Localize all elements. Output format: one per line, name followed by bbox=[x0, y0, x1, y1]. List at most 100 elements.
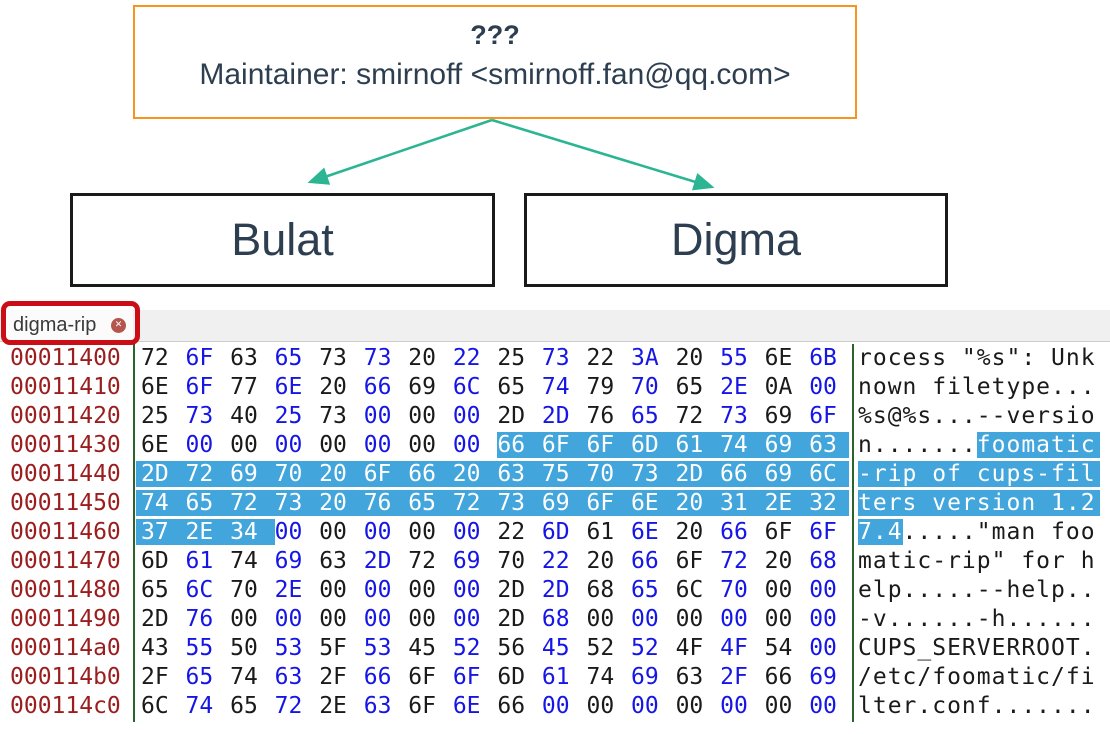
ascii-text[interactable]: /etc/foomatic/fi bbox=[858, 664, 1096, 690]
hex-byte[interactable]: 76 bbox=[586, 403, 632, 429]
selected-bytes[interactable]: 37 2E 34 bbox=[136, 519, 275, 545]
hex-byte[interactable]: 74 bbox=[586, 664, 632, 690]
hex-byte[interactable]: 52 bbox=[452, 635, 498, 661]
hex-byte[interactable]: 72 bbox=[408, 548, 453, 574]
hex-byte[interactable]: 00 bbox=[363, 606, 409, 632]
hex-byte[interactable]: 20 bbox=[586, 548, 632, 574]
ascii-text[interactable]: -v......-h...... bbox=[858, 606, 1096, 632]
hex-byte[interactable]: 61 bbox=[185, 548, 231, 574]
hex-byte[interactable]: 6E bbox=[141, 374, 186, 400]
hex-byte[interactable]: 00 bbox=[764, 693, 810, 719]
hex-byte[interactable]: 00 bbox=[408, 432, 453, 458]
hex-byte[interactable]: 00 bbox=[809, 577, 837, 603]
hex-byte[interactable]: 20 bbox=[408, 345, 453, 371]
hex-byte[interactable]: 5F bbox=[319, 635, 364, 661]
hex-bytes[interactable]: 6E 00 00 00 00 00 00 00 66 6F 6F 6D 61 7… bbox=[141, 431, 849, 460]
hex-byte[interactable]: 00 bbox=[631, 693, 676, 719]
hex-byte[interactable]: 55 bbox=[185, 635, 231, 661]
hex-bytes[interactable]: 6D 61 74 69 63 2D 72 69 70 22 20 66 6F 7… bbox=[141, 547, 837, 576]
hex-byte[interactable]: 00 bbox=[319, 432, 364, 458]
tab-digma-rip[interactable]: digma-rip ✕ bbox=[6, 310, 133, 341]
hex-byte[interactable]: 2F bbox=[319, 664, 364, 690]
hex-byte[interactable]: 53 bbox=[363, 635, 409, 661]
hex-byte[interactable]: 6C bbox=[185, 577, 231, 603]
hex-byte[interactable]: 43 bbox=[141, 635, 186, 661]
hex-bytes[interactable]: 2F 65 74 63 2F 66 6F 6F 6D 61 74 69 63 2… bbox=[141, 663, 837, 692]
hex-byte[interactable]: 65 bbox=[631, 577, 676, 603]
hex-bytes[interactable]: 43 55 50 53 5F 53 45 52 56 45 52 52 4F 4… bbox=[141, 634, 837, 663]
hex-byte[interactable]: 69 bbox=[631, 664, 676, 690]
hex-byte[interactable]: 45 bbox=[408, 635, 453, 661]
hex-byte[interactable]: 66 bbox=[720, 519, 765, 545]
hex-bytes[interactable]: 2D 76 00 00 00 00 00 00 2D 68 00 00 00 0… bbox=[141, 605, 837, 634]
hex-byte[interactable]: 00 bbox=[363, 519, 409, 545]
hex-byte[interactable]: 00 bbox=[185, 432, 231, 458]
hex-byte[interactable]: 00 bbox=[319, 519, 364, 545]
hex-byte[interactable]: 6C bbox=[141, 693, 186, 719]
hex-byte[interactable]: 00 bbox=[452, 432, 498, 458]
hex-byte[interactable]: 66 bbox=[363, 664, 409, 690]
hex-byte[interactable]: 00 bbox=[363, 577, 409, 603]
hex-byte[interactable]: 66 bbox=[497, 693, 542, 719]
hex-byte[interactable]: 74 bbox=[230, 664, 275, 690]
hex-bytes[interactable]: 25 73 40 25 73 00 00 00 2D 2D 76 65 72 7… bbox=[141, 402, 837, 431]
selected-ascii[interactable]: ters version 1.2 bbox=[858, 490, 1100, 516]
hex-byte[interactable]: 63 bbox=[675, 664, 721, 690]
hex-byte[interactable]: 73 bbox=[185, 403, 231, 429]
hex-byte[interactable]: 00 bbox=[764, 606, 810, 632]
hex-byte[interactable]: 2D bbox=[363, 548, 409, 574]
hex-byte[interactable]: 00 bbox=[675, 606, 721, 632]
hex-byte[interactable]: 2E bbox=[274, 577, 320, 603]
hex-byte[interactable]: 73 bbox=[541, 345, 587, 371]
hex-byte[interactable]: 2D bbox=[497, 403, 542, 429]
hex-byte[interactable]: 40 bbox=[230, 403, 275, 429]
hex-byte[interactable]: 76 bbox=[185, 606, 231, 632]
hex-byte[interactable]: 25 bbox=[274, 403, 320, 429]
hex-byte[interactable]: 22 bbox=[541, 548, 587, 574]
hex-byte[interactable]: 00 bbox=[586, 693, 632, 719]
hex-byte[interactable]: 68 bbox=[586, 577, 632, 603]
hex-byte[interactable]: 65 bbox=[631, 403, 676, 429]
hex-byte[interactable]: 20 bbox=[675, 519, 721, 545]
hex-byte[interactable]: 6F bbox=[185, 345, 231, 371]
hex-byte[interactable]: 6E bbox=[141, 432, 186, 458]
hex-byte[interactable]: 69 bbox=[274, 548, 320, 574]
hex-byte[interactable]: 6C bbox=[675, 577, 721, 603]
hex-byte[interactable]: 74 bbox=[185, 693, 231, 719]
hex-byte[interactable]: 65 bbox=[141, 577, 186, 603]
hex-byte[interactable]: 69 bbox=[809, 664, 837, 690]
selected-bytes[interactable]: 2D 72 69 70 20 6F 66 20 63 75 70 73 2D 6… bbox=[136, 461, 849, 487]
hex-byte[interactable]: 00 bbox=[452, 519, 498, 545]
hex-byte[interactable]: 6F bbox=[408, 693, 453, 719]
selected-ascii[interactable]: foomatic bbox=[976, 432, 1100, 458]
ascii-text[interactable]: nown filetype... bbox=[858, 374, 1096, 400]
hex-byte[interactable]: 53 bbox=[274, 635, 320, 661]
hex-byte[interactable]: 00 bbox=[631, 606, 676, 632]
hex-byte[interactable]: 00 bbox=[720, 606, 765, 632]
hex-byte[interactable]: 00 bbox=[452, 577, 498, 603]
hex-byte[interactable]: 00 bbox=[363, 432, 409, 458]
hex-byte[interactable]: 61 bbox=[541, 664, 587, 690]
hex-byte[interactable]: 73 bbox=[363, 345, 409, 371]
hex-byte[interactable]: 00 bbox=[720, 693, 765, 719]
hex-byte[interactable]: 63 bbox=[319, 548, 364, 574]
hex-bytes[interactable]: 2D 72 69 70 20 6F 66 20 63 75 70 73 2D 6… bbox=[136, 460, 849, 489]
hex-byte[interactable]: 00 bbox=[274, 606, 320, 632]
hex-byte[interactable]: 6F bbox=[452, 664, 498, 690]
hex-byte[interactable]: 00 bbox=[452, 403, 498, 429]
hex-byte[interactable]: 68 bbox=[541, 606, 587, 632]
hex-byte[interactable]: 00 bbox=[675, 693, 721, 719]
hex-byte[interactable]: 6D bbox=[141, 548, 186, 574]
hex-byte[interactable]: 00 bbox=[809, 606, 837, 632]
hex-byte[interactable]: 20 bbox=[764, 548, 810, 574]
ascii-text[interactable]: ters version 1.2 bbox=[858, 489, 1100, 518]
hex-byte[interactable]: 2D bbox=[541, 577, 587, 603]
hex-byte[interactable]: 66 bbox=[631, 548, 676, 574]
hex-byte[interactable]: 6D bbox=[497, 664, 542, 690]
hex-byte[interactable]: 69 bbox=[764, 403, 810, 429]
hex-byte[interactable]: 77 bbox=[230, 374, 275, 400]
hex-byte[interactable]: 00 bbox=[408, 519, 453, 545]
hex-byte[interactable]: 25 bbox=[141, 403, 186, 429]
hex-byte[interactable]: 52 bbox=[586, 635, 632, 661]
ascii-text[interactable]: CUPS_SERVERROOT. bbox=[858, 635, 1096, 661]
